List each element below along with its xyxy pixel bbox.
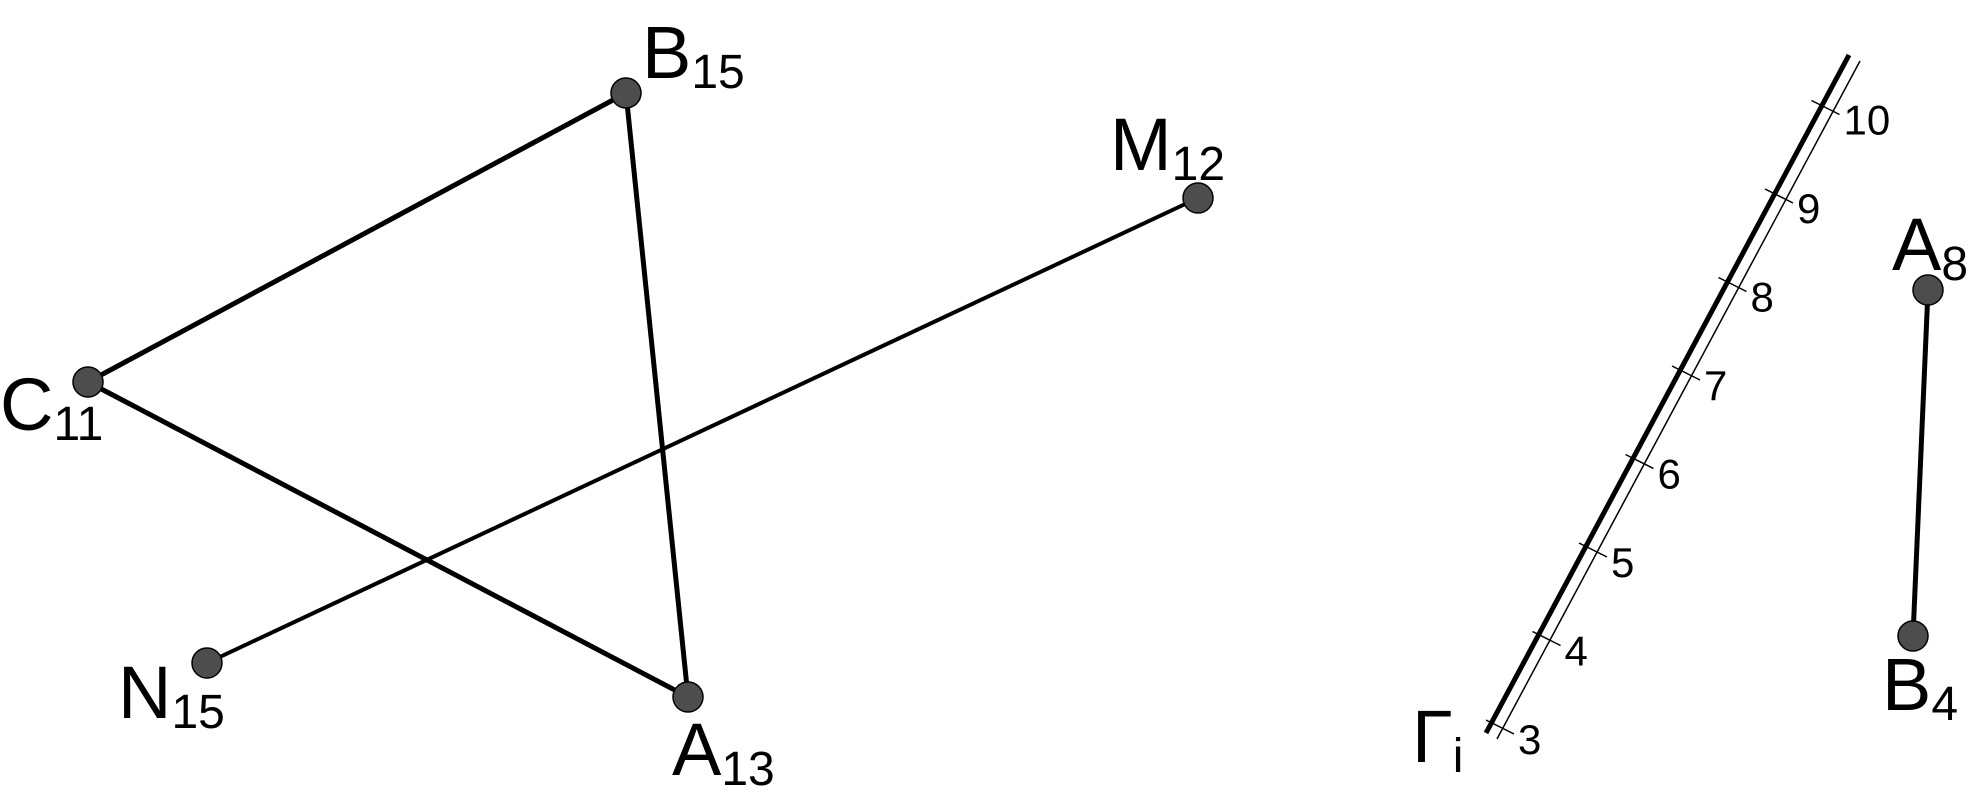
label-n15: N15 [118,651,225,739]
scale-tick-label: 10 [1844,97,1891,144]
label-a13: A13 [672,708,775,796]
point-b4 [1897,620,1929,652]
scale-tick-label: 7 [1704,362,1727,409]
segment-ca [86,379,690,700]
points [72,77,1944,713]
point-a8 [1912,274,1944,306]
scale-tick [1811,99,1840,116]
segment-a8-b4 [1910,289,1931,637]
scale-tick [1578,542,1608,558]
point-b15 [610,77,642,109]
label-b4: B4 [1882,643,1958,731]
scale-tick-label: 8 [1751,274,1774,321]
label-m12: M12 [1110,103,1225,191]
left-figure [86,90,1199,700]
point-labels: B15 M12 C11 N15 A13 A8 B4 Γi [0,11,1968,796]
scale-tick [1625,453,1654,470]
label-gamma-i: Γi [1412,695,1463,783]
scale-tick-label: 3 [1518,716,1541,763]
point-c11 [72,366,104,398]
point-n15 [191,647,223,679]
scale-tick [1671,365,1701,381]
segment-ba [623,92,691,698]
scale-thin-line [1496,60,1861,740]
scale-tick [1718,276,1747,293]
point-a13 [672,681,704,713]
point-m12 [1182,182,1214,214]
scale-tick [1485,719,1515,735]
label-c11: C11 [0,363,103,451]
scale-tick-label: 6 [1658,451,1681,498]
label-b15: B15 [642,11,745,99]
scale-main-line [1483,53,1852,735]
scale-tick [1764,188,1794,204]
segment-nm [206,196,1199,665]
label-a8: A8 [1892,203,1968,291]
scale-tick [1532,630,1561,647]
scale-tick-label: 9 [1797,185,1820,232]
scale-tick-label: 5 [1611,539,1634,586]
scale-tick-label: 4 [1565,628,1588,675]
segment-cb [86,90,628,385]
